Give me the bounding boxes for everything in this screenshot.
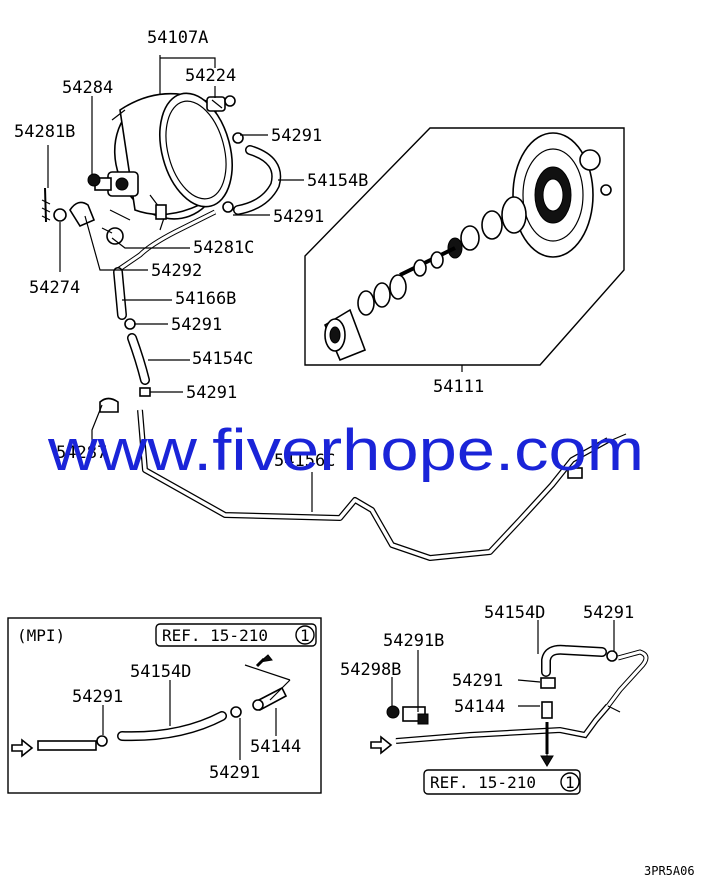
right-label-54154D: 54154D <box>484 603 545 623</box>
flow-arrow-icon <box>11 738 34 758</box>
right-label-54291B: 54291B <box>383 631 444 651</box>
mpi-title: (MPI) <box>17 626 65 645</box>
vacuum-pipe <box>137 409 627 561</box>
label-54154B: 54154B <box>307 171 368 191</box>
label-54224: 54224 <box>185 66 236 86</box>
right-label-54291-b: 54291 <box>452 671 503 691</box>
label-54107A: 54107A <box>147 28 208 48</box>
right-ref-num: 1 <box>565 773 575 792</box>
label-54284: 54284 <box>62 78 113 98</box>
mpi-label-54144: 54144 <box>250 737 301 757</box>
label-54291-d: 54291 <box>186 383 237 403</box>
figure-code: 3PR5A06 <box>644 864 695 878</box>
right-label-54298B: 54298B <box>340 660 401 680</box>
label-54291-c: 54291 <box>171 315 222 335</box>
vacuum-hoses <box>99 132 282 413</box>
label-54281B: 54281B <box>14 122 75 142</box>
mpi-ref: REF. 15-210 <box>162 626 268 645</box>
right-label-54291-a: 54291 <box>583 603 634 623</box>
part-labels: 54107A 54224 54284 54281B 54291 54154B 5… <box>14 28 484 471</box>
right-label-54144: 54144 <box>454 697 505 717</box>
right-detail-group: REF. 15-210 1 54154D 54291 54291B 54298B… <box>340 603 649 795</box>
label-54111: 54111 <box>433 377 484 397</box>
mpi-label-54291-a: 54291 <box>72 687 123 707</box>
brake-booster <box>94 92 236 231</box>
watermark: www.fiverhope.com <box>47 418 644 483</box>
label-54281C: 54281C <box>193 238 254 258</box>
label-54291-b: 54291 <box>273 207 324 227</box>
vacuum-pump-assembly <box>304 127 625 366</box>
label-54154C: 54154C <box>192 349 253 369</box>
label-54292: 54292 <box>151 261 202 281</box>
label-54274: 54274 <box>29 278 80 298</box>
label-54291-a: 54291 <box>271 126 322 146</box>
label-54156C: 54156C <box>274 451 335 471</box>
down-arrow-icon <box>540 750 554 767</box>
leader-lines <box>47 55 463 512</box>
flow-arrow-icon <box>370 735 393 755</box>
label-54287: 54287 <box>56 443 107 463</box>
right-ref: REF. 15-210 <box>430 773 536 792</box>
mpi-ref-num: 1 <box>300 626 310 645</box>
label-54166B: 54166B <box>175 289 236 309</box>
mpi-label-54291-b: 54291 <box>209 763 260 783</box>
mpi-label-54154D: 54154D <box>130 662 191 682</box>
small-parts-left <box>41 173 124 245</box>
mpi-detail-box: (MPI) REF. 15-210 1 54154D 54291 54144 5… <box>7 617 322 794</box>
